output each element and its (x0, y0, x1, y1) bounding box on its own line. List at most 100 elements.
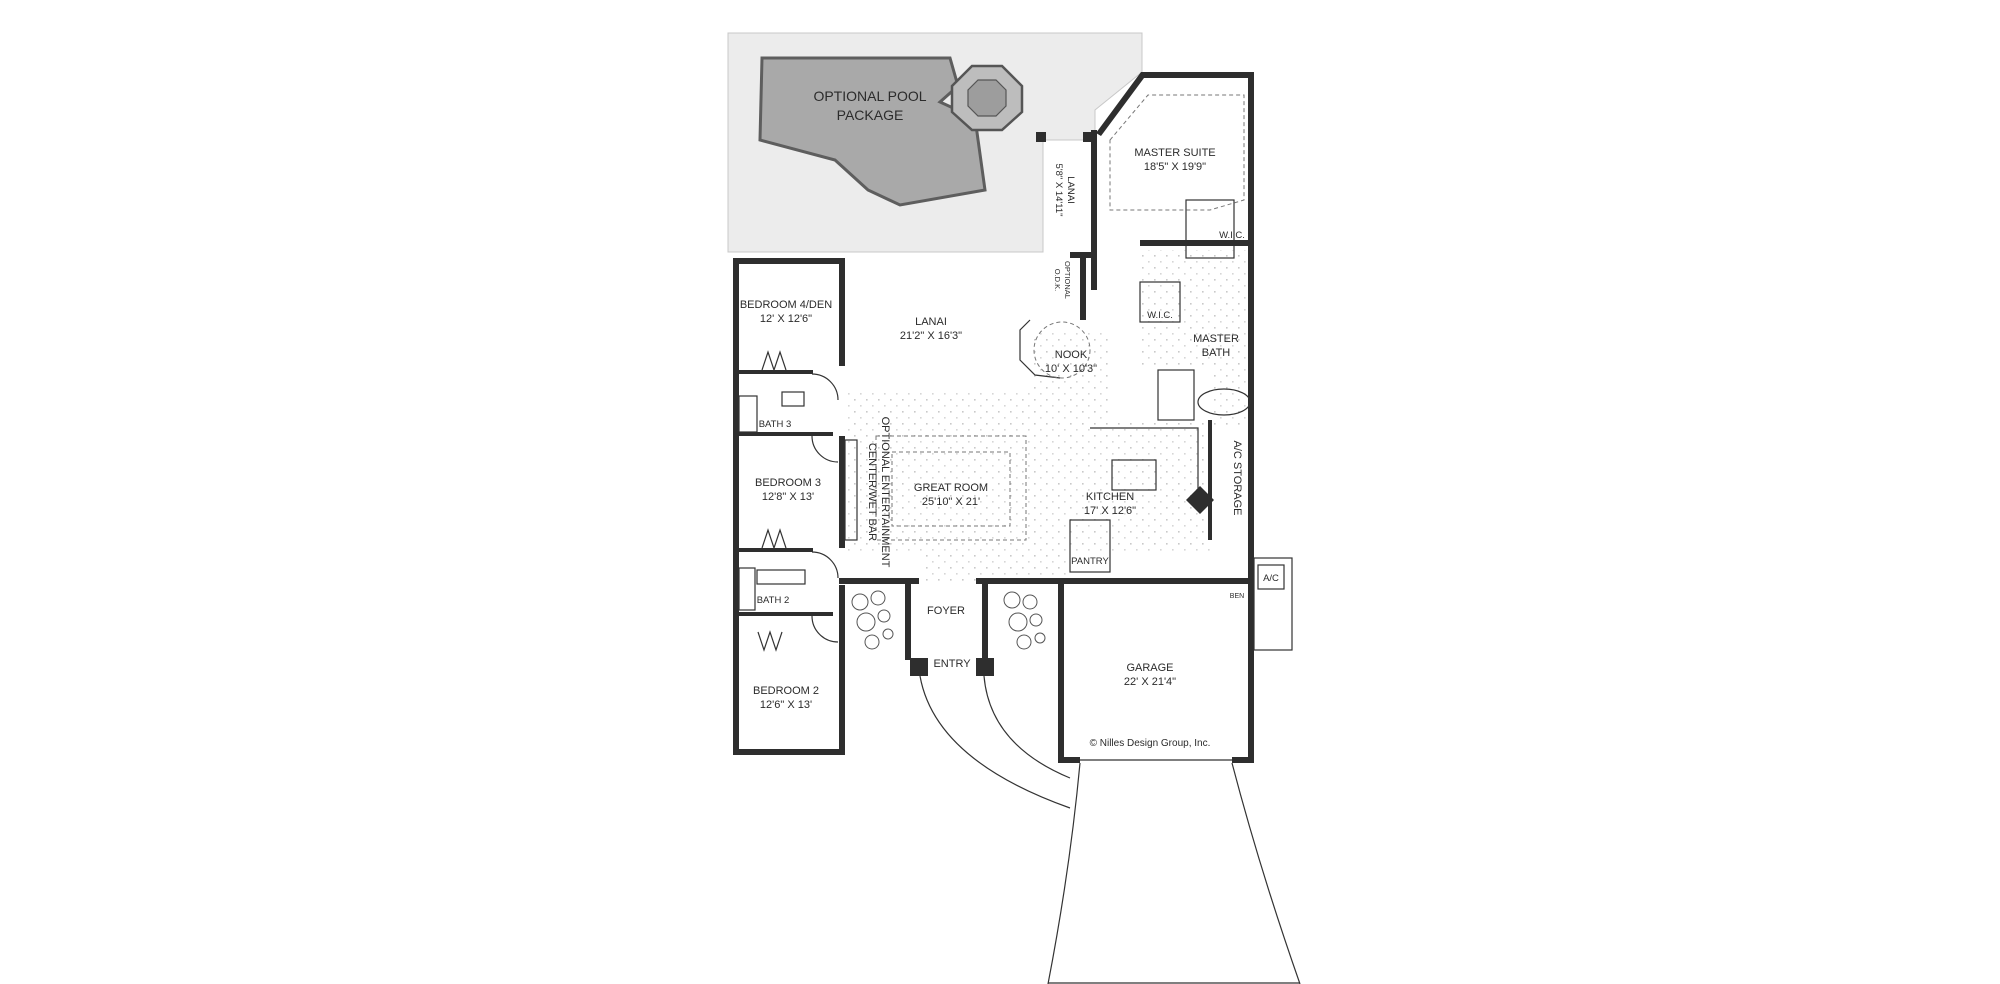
wall-kitchen-right (1208, 420, 1212, 540)
room-nook-dims: 10' X 10'3" (1045, 363, 1097, 375)
room-master-suite-name: MASTER SUITE (1134, 147, 1215, 159)
wall-bed4-right (839, 258, 845, 366)
room-entertainment-line1: OPTIONAL ENTERTAINMENT (879, 417, 891, 568)
wall-bath3-bottom (733, 432, 833, 436)
room-master-suite-dims: 18'5" X 19'9" (1144, 161, 1206, 173)
wall-bath2-bottom (733, 612, 833, 616)
wall-bed4-bottom (733, 370, 813, 374)
room-entry: ENTRY (933, 658, 971, 670)
room-bedroom2-dims: 12'6" X 13' (760, 699, 812, 711)
entry-column (976, 658, 994, 676)
pantry (1069, 519, 1111, 573)
lanai-post (1083, 132, 1093, 142)
room-lanai-main-name: LANAI (915, 316, 947, 328)
room-great-room-dims: 25'10" X 21' (922, 496, 980, 508)
room-nook-name: NOOK (1055, 349, 1088, 361)
nook-table (1033, 321, 1091, 379)
room-bedroom3-dims: 12'8" X 13' (762, 491, 814, 503)
room-odk-line1: OPTIONAL (1063, 261, 1072, 299)
wall-foyer-right (982, 578, 988, 660)
planter-right (1003, 591, 1046, 650)
room-bedroom4-name: BEDROOM 4/DEN (740, 299, 832, 311)
bath3-vanity (781, 391, 805, 407)
room-ac-storage: A/C STORAGE (1231, 441, 1243, 516)
room-garage-dims: 22' X 21'4" (1124, 676, 1176, 688)
wall-bed2-right (839, 585, 845, 755)
room-entertainment-line2: CENTER/WET BAR (866, 443, 878, 541)
room-foyer: FOYER (927, 605, 965, 617)
ac-unit (1257, 564, 1285, 590)
wall-master-right (1248, 72, 1254, 592)
entertainment-cabinet (844, 439, 858, 541)
door-swing (811, 435, 839, 463)
wall-master-suite-bottom (1140, 240, 1248, 246)
bench-label: BEN (1230, 593, 1244, 600)
wall-master-left (1091, 130, 1097, 290)
ac-unit-label: A/C (1263, 573, 1279, 584)
room-odk-line2: O.D.K. (1053, 269, 1062, 292)
bath2-vanity (756, 569, 806, 585)
wall-foyer-left (905, 578, 911, 660)
pool-label-line2: PACKAGE (837, 107, 904, 123)
room-kitchen-dims: 17' X 12'6" (1084, 505, 1136, 517)
wall-garage-bottom-right (1232, 757, 1254, 763)
room-garage-name: GARAGE (1126, 662, 1173, 674)
pool-label-line1: OPTIONAL POOL (813, 88, 926, 104)
master-tub (1197, 388, 1251, 416)
door-swing (811, 551, 839, 579)
great-room-tray-outer (875, 435, 1027, 541)
wall-garage-bottom-left (1058, 757, 1080, 763)
entry-column (910, 658, 928, 676)
door-swing (811, 373, 839, 401)
room-lanai-small-name: LANAI (1065, 176, 1076, 203)
room-bath2: BATH 2 (757, 595, 790, 606)
tile-floor-master-bath (1140, 250, 1248, 425)
walkway-left (919, 675, 1071, 809)
nook-bay-wall (1019, 319, 1061, 379)
bath2-tub (738, 567, 756, 611)
ac-pad (1253, 557, 1293, 651)
room-pantry: PANTRY (1071, 556, 1109, 567)
driveway-right (1231, 762, 1301, 984)
master-tray (1109, 94, 1245, 211)
bed4-closet-doors (761, 350, 787, 372)
garage-floor (1070, 585, 1260, 763)
wall-odk-side (1080, 252, 1086, 320)
planter-left (851, 590, 894, 650)
wall-garage-right (1248, 578, 1254, 763)
bed3-closet-doors (761, 528, 787, 550)
bed2-closet-doors (757, 630, 783, 652)
room-lanai-small-dims: 5'8" X 14'11" (1053, 164, 1064, 217)
room-wic-bath: W.I.C. (1147, 310, 1173, 321)
room-wic-master: W.I.C. (1219, 230, 1245, 241)
master-wic-bath (1139, 281, 1181, 323)
copyright: © Nilles Design Group, Inc. (1090, 738, 1211, 749)
great-room-tray-inner (891, 451, 1011, 527)
room-kitchen-name: KITCHEN (1086, 491, 1134, 503)
room-lanai-main-dims: 21'2" X 16'3" (900, 330, 962, 342)
walkway-right (983, 675, 1071, 779)
wall-master-top (1096, 72, 1254, 136)
tile-floor-living (832, 330, 1210, 585)
driveway-left (1047, 762, 1081, 984)
ac-closet-marker (1186, 486, 1214, 514)
room-master-bath-line2: BATH (1202, 347, 1231, 359)
room-bedroom2-name: BEDROOM 2 (753, 685, 819, 697)
wall-front-right (976, 578, 1064, 584)
lanai-post (1036, 132, 1046, 142)
wall-bed3-right (839, 436, 845, 548)
door-swing (811, 615, 839, 643)
wall-left-outer (733, 258, 739, 755)
kitchen-island (1111, 459, 1157, 491)
room-bedroom3-name: BEDROOM 3 (755, 477, 821, 489)
wall-garage-top (1058, 578, 1254, 584)
wall-front-left (839, 578, 919, 584)
wall-bed2-bottom (733, 749, 845, 755)
spa-inner (967, 79, 1007, 117)
room-bath3: BATH 3 (759, 419, 792, 430)
wall-garage-left (1058, 578, 1064, 763)
room-master-bath-line1: MASTER (1193, 333, 1239, 345)
master-shower (1157, 369, 1195, 421)
master-wic (1185, 199, 1235, 259)
